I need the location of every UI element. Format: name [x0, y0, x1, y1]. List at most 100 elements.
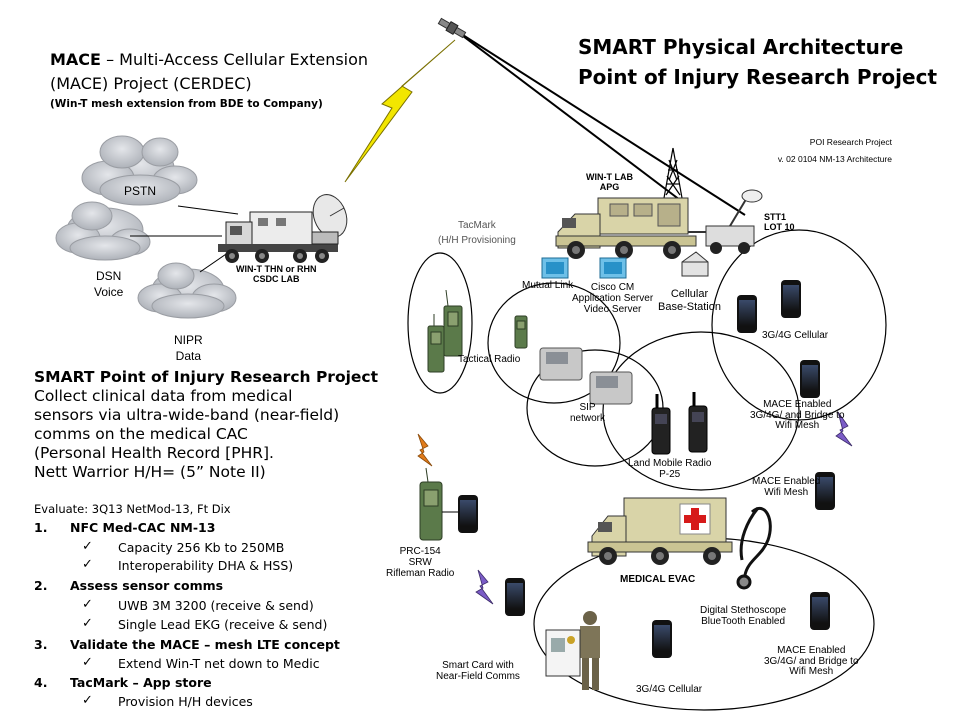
check-icon: ✓ [82, 539, 93, 554]
truck-label: WIN-T THN or RHN CSDC LAB [236, 264, 317, 284]
check-icon: ✓ [82, 616, 93, 631]
prc-line1: PRC-154 [399, 546, 441, 557]
tacmark-line2: (H/H Provisioning [438, 235, 516, 246]
nipr-label: NIPR Data [174, 332, 203, 364]
check-icon: ✓ [82, 557, 93, 572]
cell-3g-bottom-label: 3G/4G Cellular [636, 684, 703, 695]
stetho-line2: BlueTooth Enabled [701, 616, 786, 627]
dsn-line2: Voice [94, 285, 124, 299]
stt-label: STT1 LOT 10 [764, 212, 795, 232]
lmr-line1: Land Mobile Radio [628, 458, 712, 469]
cloud-nipr-icon [137, 262, 237, 319]
check-icon: ✓ [82, 655, 93, 670]
cisco-line3: Video Server [583, 304, 642, 315]
mace-line2: (MACE) Project (CERDEC) [50, 74, 252, 93]
medevac-label: MEDICAL EVAC [620, 574, 696, 585]
wint-truck-icon [218, 194, 348, 263]
mutual-link-server-icon [541, 257, 569, 279]
mw-line2: Wifi Mesh [764, 487, 809, 498]
stethoscope-icon [736, 507, 772, 590]
cisco-line1: Cisco CM [590, 282, 635, 293]
dsn-line1: DSN [96, 269, 122, 283]
stt-line1: STT1 [764, 212, 787, 222]
apg-line2: APG [599, 182, 620, 192]
smartcard-label: Smart Card with Near-Field Comms [436, 660, 520, 682]
mbt-line3: Wifi Mesh [775, 420, 820, 431]
smartphone-icon [810, 592, 830, 630]
smart-p2: sensors via ultra-wide-band (near-field) [34, 406, 340, 424]
stethoscope-label: Digital Stethoscope BlueTooth Enabled [700, 605, 786, 627]
base-station-label: Cellular Base-Station [658, 288, 721, 314]
mace-bold: MACE [50, 50, 101, 69]
bs-line1: Cellular [670, 288, 709, 300]
mbb-line1: MACE Enabled [777, 645, 846, 656]
mace-subtitle: (Win-T mesh extension from BDE to Compan… [50, 98, 323, 110]
list-title-3: Validate the MACE – mesh LTE concept [70, 637, 340, 652]
cisco-label: Cisco CM Application Server Video Server [572, 282, 653, 315]
cloud-pstn-icon [81, 135, 198, 206]
apg-line1: WIN-T LAB [586, 172, 633, 182]
purple-bolt-icon [835, 411, 853, 447]
list-sub-2a: UWB 3M 3200 (receive & send) [118, 598, 314, 613]
prc154-label: PRC-154 SRW Rifleman Radio [386, 546, 454, 579]
cloud-dsn-icon [55, 201, 151, 261]
list-title-4: TacMark – App store [70, 675, 212, 690]
tacmark-label: TacMark (H/H Provisioning [438, 218, 516, 248]
lmr-label: Land Mobile Radio P-25 [628, 458, 711, 480]
sip-line2: network [570, 413, 606, 424]
sip-line1: SIP [579, 402, 596, 413]
mace-heading: MACE – Multi-Access Cellular Extension (… [50, 48, 368, 96]
bs-line2: Base-Station [658, 301, 721, 313]
title-line2: Point of Injury Research Project [578, 65, 938, 89]
stt-line2: LOT 10 [764, 222, 795, 232]
purple-bolt-icon [475, 569, 494, 605]
smartphone-icons [458, 280, 835, 658]
version-line2: v. 02 0104 NM-13 Architecture [777, 154, 892, 164]
mbt-line1: MACE Enabled [763, 399, 832, 410]
version-label: POI Research Project v. 02 0104 NM-13 Ar… [742, 134, 892, 168]
tactical-radio-label: Tactical Radio [458, 354, 521, 365]
tacmark-line1: TacMark [458, 220, 496, 231]
prc-line2: SRW [408, 557, 432, 568]
sc-line2: Near-Field Comms [436, 671, 520, 682]
list-title-1: NFC Med-CAC NM-13 [70, 520, 216, 535]
soldier-icon [580, 611, 600, 690]
apg-label: WIN-T LAB APG [586, 172, 633, 192]
prc154-radio-icon [419, 467, 443, 541]
network-circles [407, 229, 887, 711]
smart-heading: SMART Point of Injury Research Project [34, 368, 379, 386]
list-title-2: Assess sensor comms [70, 578, 224, 593]
version-line1: POI Research Project [809, 137, 892, 147]
list-num-2: 2. [34, 578, 48, 593]
sip-phone-icon [539, 347, 633, 405]
apg-hmmwv-icon [555, 197, 697, 259]
list-sub-1a: Capacity 256 Kb to 250MB [118, 540, 285, 555]
list-num-1: 1. [34, 520, 48, 535]
lightning-bolt-truck [344, 39, 456, 183]
list-sub-1b: Interoperability DHA & HSS) [118, 558, 294, 573]
truck-line1: WIN-T THN or RHN [236, 264, 317, 274]
lmr-line2: P-25 [659, 469, 681, 480]
mbt-line2: 3G/4G/ and Bridge to [750, 409, 845, 421]
truck-line2: CSDC LAB [253, 274, 300, 284]
smartphone-icon [652, 620, 672, 658]
smartphone-icon [737, 295, 757, 333]
list-num-3: 3. [34, 637, 48, 652]
list-sub-3a: Extend Win-T net down to Medic [118, 656, 320, 671]
cell-tower-icon [663, 147, 683, 199]
lmr-radio-icon [651, 392, 708, 455]
mbb-line3: Wifi Mesh [789, 666, 834, 677]
cisco-line2: Application Server [572, 293, 654, 304]
sc-line1: Smart Card with [442, 660, 514, 671]
cisco-server-icon [599, 257, 627, 279]
mw-line1: MACE Enabled [752, 476, 821, 487]
tactical-radio-icon [427, 289, 528, 373]
smartphone-icon [815, 472, 835, 510]
medevac-vehicle-icon [587, 497, 733, 565]
smartphone-icon [800, 360, 820, 398]
dsn-label: DSN Voice [94, 268, 123, 300]
diagram-title: SMART Physical Architecture Point of Inj… [578, 32, 937, 92]
stetho-line1: Digital Stethoscope [700, 605, 787, 616]
orange-bolt-icon [417, 433, 433, 467]
list-num-4: 4. [34, 675, 48, 690]
